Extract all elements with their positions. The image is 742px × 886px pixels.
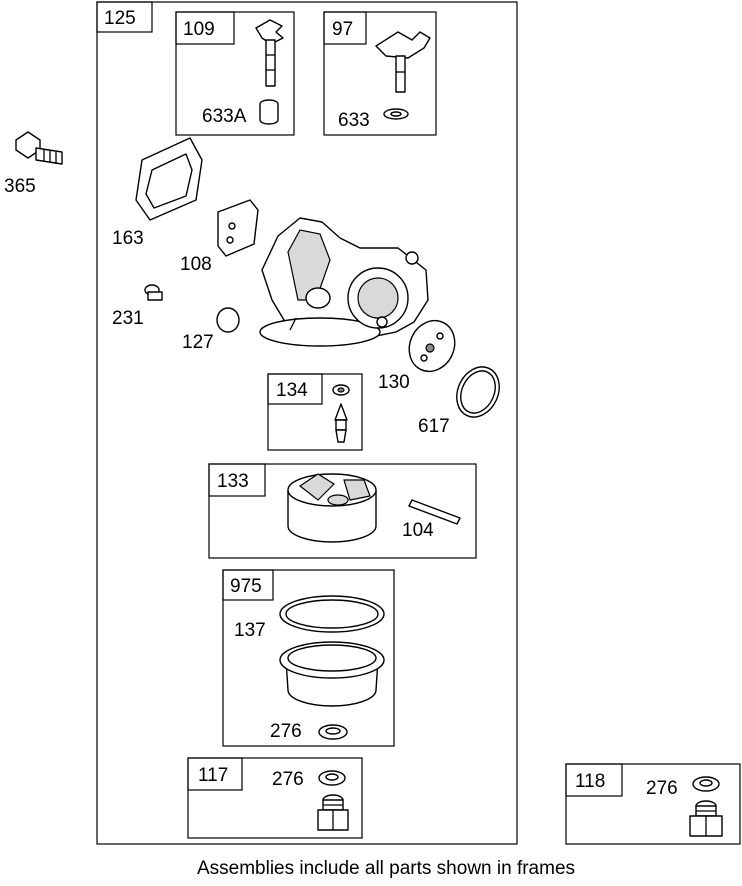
float-pin-part (408, 499, 461, 525)
label-104: 104 (402, 520, 434, 541)
frame-117-number: 117 (198, 765, 228, 786)
washer-276-118-part (692, 776, 720, 792)
label-137: 137 (234, 620, 266, 641)
label-108: 108 (180, 254, 212, 275)
washer-276-117-part (318, 770, 346, 786)
label-276-117: 276 (272, 769, 304, 790)
frame-125-number: 125 (104, 8, 136, 29)
screw-231-part (144, 284, 163, 301)
plug-127-part (216, 307, 240, 333)
frame-109-number: 109 (183, 19, 215, 40)
bushing-633a-part (259, 99, 279, 125)
label-633: 633 (338, 110, 370, 131)
frame-117: 117 276 (187, 757, 363, 839)
inlet-needle-part (334, 403, 348, 443)
frame-134-number: 134 (276, 380, 308, 401)
oring-617-part (456, 366, 500, 418)
bowl-nut-118-part (689, 800, 723, 837)
label-130: 130 (378, 372, 410, 393)
frame-133: 133 104 (208, 463, 477, 559)
throttle-shaft-part (255, 19, 284, 87)
bowl-nut-117-part (317, 794, 349, 831)
label-365: 365 (4, 176, 36, 197)
label-276-118: 276 (646, 778, 678, 799)
choke-shaft-part (375, 31, 431, 93)
frame-134: 134 (267, 373, 363, 451)
bowl-gasket-137-part (279, 595, 385, 633)
frame-125: 125 (96, 1, 518, 845)
label-231: 231 (112, 308, 144, 329)
gasket-108-part (217, 199, 259, 257)
frame-97-number: 97 (332, 19, 353, 40)
washer-276-part (318, 724, 348, 740)
label-633a: 633A (202, 106, 247, 127)
float-bowl-part (279, 641, 385, 707)
gasket-163-part (135, 137, 203, 221)
label-617: 617 (418, 416, 450, 437)
float-part (287, 473, 377, 543)
bolt-365-part (15, 131, 63, 165)
carburetor-body-part (259, 217, 429, 347)
frame-975-number: 975 (230, 576, 262, 597)
label-163: 163 (112, 228, 144, 249)
frame-118-number: 118 (575, 771, 605, 792)
frame-133-number: 133 (217, 471, 249, 492)
label-276-bowl: 276 (270, 721, 302, 742)
diagram-caption: Assemblies include all parts shown in fr… (197, 858, 575, 879)
label-127: 127 (182, 332, 214, 353)
frame-118: 118 276 (565, 763, 741, 845)
frame-975: 975 137 276 (222, 569, 395, 747)
plate-130-part (408, 319, 456, 373)
frame-97: 97 633 (323, 11, 437, 136)
needle-seat-part (332, 384, 350, 396)
seal-633-part (383, 108, 409, 120)
frame-109: 109 633A (175, 11, 295, 136)
